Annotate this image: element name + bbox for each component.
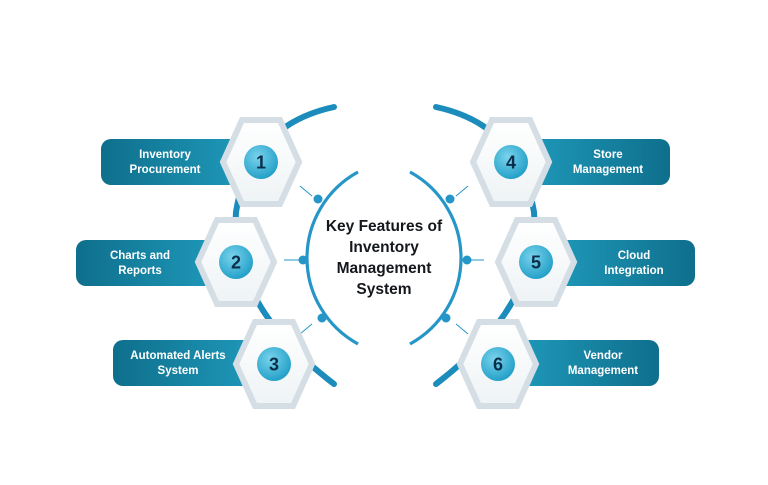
- number-badge: [257, 347, 291, 381]
- feature-number: 4: [506, 153, 516, 173]
- feature-3: Automated Alerts System 3: [113, 319, 316, 409]
- feature-1: Inventory Procurement 1: [101, 117, 303, 207]
- ring-dot: [462, 255, 472, 265]
- feature-4: Store Management 4: [469, 117, 670, 207]
- feature-2: Charts and Reports 2: [76, 217, 278, 307]
- feature-label-line-1: Cloud: [618, 250, 651, 262]
- feature-number: 2: [231, 253, 241, 273]
- feature-number: 1: [256, 153, 266, 173]
- ring-dot: [313, 194, 323, 204]
- title-line-1: Key Features of: [326, 218, 443, 235]
- title-line-3: Management: [337, 260, 432, 277]
- feature-label-line-2: Integration: [604, 265, 663, 277]
- ring-dot: [298, 255, 308, 265]
- center-title: Key Features of Inventory Management Sys…: [326, 218, 443, 298]
- feature-label-line-2: System: [158, 365, 199, 377]
- feature-label-line-1: Vendor: [584, 350, 624, 362]
- number-badge: [219, 245, 253, 279]
- feature-label-line-1: Automated Alerts: [130, 350, 225, 362]
- feature-label-line-1: Inventory: [139, 149, 191, 161]
- feature-label-line-2: Reports: [118, 265, 161, 277]
- center-ring: [284, 170, 484, 346]
- spoke: [455, 185, 469, 197]
- feature-label-line-2: Management: [568, 365, 638, 377]
- feature-number: 3: [269, 355, 279, 375]
- feature-number: 6: [493, 355, 503, 375]
- feature-6: Vendor Management 6: [456, 319, 659, 409]
- spoke: [299, 323, 313, 335]
- feature-label-line-2: Procurement: [130, 164, 201, 176]
- feature-label-line-1: Charts and: [110, 250, 170, 262]
- title-line-4: System: [356, 281, 411, 298]
- spoke: [455, 323, 469, 335]
- spoke: [299, 185, 313, 197]
- number-badge: [494, 145, 528, 179]
- number-badge: [519, 245, 553, 279]
- right-inner-arc: [409, 170, 463, 346]
- feature-number: 5: [531, 253, 541, 273]
- feature-label-line-2: Management: [573, 164, 643, 176]
- ring-dot: [445, 194, 455, 204]
- title-line-2: Inventory: [349, 239, 419, 256]
- feature-label-line-1: Store: [593, 149, 622, 161]
- ring-dot: [441, 313, 451, 323]
- feature-5: Cloud Integration 5: [494, 217, 695, 307]
- number-badge: [481, 347, 515, 381]
- number-badge: [244, 145, 278, 179]
- ring-dot: [317, 313, 327, 323]
